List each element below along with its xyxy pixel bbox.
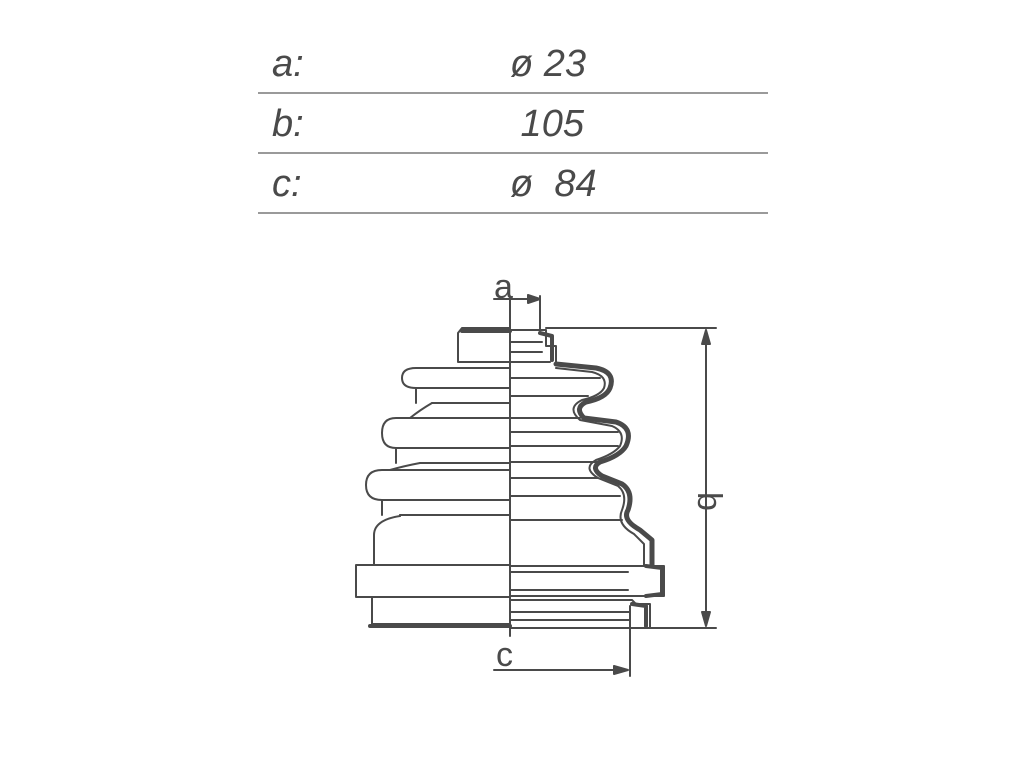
dimension-key: b:: [272, 103, 304, 145]
dimension-row-c: c: ø 84: [258, 154, 768, 214]
dimension-key: a:: [272, 43, 304, 85]
boot-section-right: [509, 329, 665, 629]
dimension-key: c:: [272, 163, 302, 205]
dimension-value: ø 84: [510, 163, 597, 205]
dimension-value: ø 23: [510, 43, 587, 85]
dimension-c-callout: [493, 605, 631, 677]
dimension-table: a: ø 23 b: 105 c: ø 84: [258, 34, 768, 214]
dimension-b-callout: [545, 327, 717, 629]
label-b: b: [690, 492, 728, 511]
dimension-row-a: a: ø 23: [258, 34, 768, 94]
dimension-row-b: b: 105: [258, 94, 768, 154]
boot-outline-left: [355, 327, 512, 628]
dimension-a-callout: [493, 294, 541, 331]
label-c: c: [496, 636, 513, 674]
label-a: a: [494, 268, 513, 306]
dimension-value: 105: [510, 103, 584, 145]
